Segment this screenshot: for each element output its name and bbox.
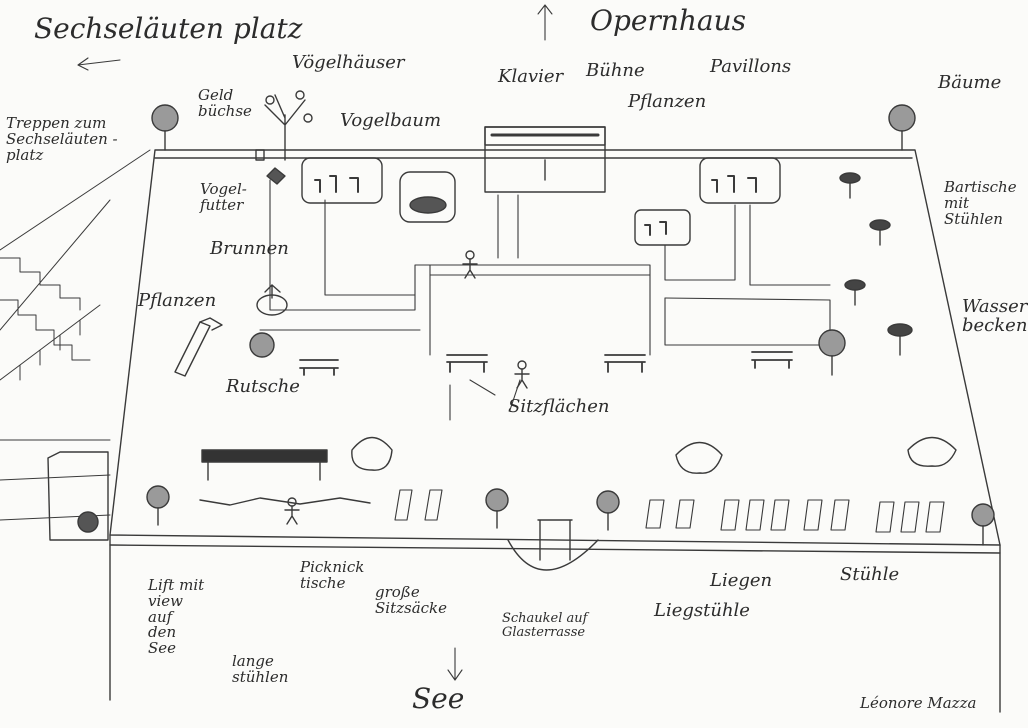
staircase: [0, 149, 151, 521]
label-grosse-sitzsaecke: große Sitzsäcke: [375, 583, 448, 617]
label-opernhaus: Opernhaus: [590, 4, 746, 37]
terrace-outline: [109, 149, 1001, 713]
label-brunnen: Brunnen: [210, 238, 289, 259]
label-wasserbecken: Wasser becken: [962, 296, 1028, 336]
label-sechselaeuten-platz: Sechseläuten platz: [34, 12, 303, 45]
label-vogelfutter: Vogel- futter: [200, 180, 247, 214]
label-voegelhaeuser: Vögelhäuser: [292, 52, 405, 73]
label-vogelbaum: Vogelbaum: [340, 110, 442, 131]
pavilion-2: [399, 171, 456, 223]
label-schaukel: Schaukel auf Glasterrasse: [502, 611, 588, 640]
label-treppen: Treppen zum Sechseläuten - platz: [6, 114, 118, 164]
label-bartische: Bartische mit Stühlen: [944, 178, 1017, 228]
label-picknicktische: Picknick tische: [300, 558, 365, 592]
label-liegestuehle: Liegstühle: [654, 600, 750, 621]
lounge-chairs: [394, 489, 945, 533]
long-bench: [199, 497, 371, 506]
label-signature: Léonore Mazza: [860, 694, 977, 712]
elevator: [47, 451, 109, 541]
label-klavier: Klavier: [498, 66, 564, 87]
stage-buehne: [484, 126, 606, 193]
fountain: [256, 284, 288, 316]
label-lift: Lift mit view auf den See: [148, 576, 205, 657]
label-rutsche: Rutsche: [226, 376, 300, 397]
bean-bags: [351, 436, 957, 474]
walkways: [259, 179, 831, 356]
slide: [174, 317, 223, 377]
label-pflanzen-top: Pflanzen: [628, 91, 707, 112]
label-sitzflaechen: Sitzflächen: [508, 396, 610, 417]
benches: [299, 351, 793, 376]
bird-tree: [255, 90, 313, 185]
label-liegen: Liegen: [710, 570, 773, 591]
trees: [146, 104, 995, 546]
label-pavillons: Pavillons: [710, 56, 792, 77]
label-see: See: [412, 682, 465, 715]
label-buehne: Bühne: [586, 60, 645, 81]
label-pflanzen-left: Pflanzen: [138, 290, 217, 311]
label-baeume: Bäume: [938, 72, 1002, 93]
pavilion-1: [301, 157, 383, 204]
swing: [507, 519, 599, 571]
pavilion-4: [634, 209, 691, 246]
label-stuehle: Stühle: [840, 564, 900, 585]
pavilion-3: [699, 157, 781, 204]
label-lange-stuehlen: lange stühlen: [232, 652, 289, 686]
bar-tables: [839, 172, 913, 356]
people: [284, 250, 530, 525]
picnic-table: [201, 449, 328, 481]
label-arrows: [77, 4, 553, 681]
label-geldbuechse: Geld büchse: [198, 86, 252, 120]
